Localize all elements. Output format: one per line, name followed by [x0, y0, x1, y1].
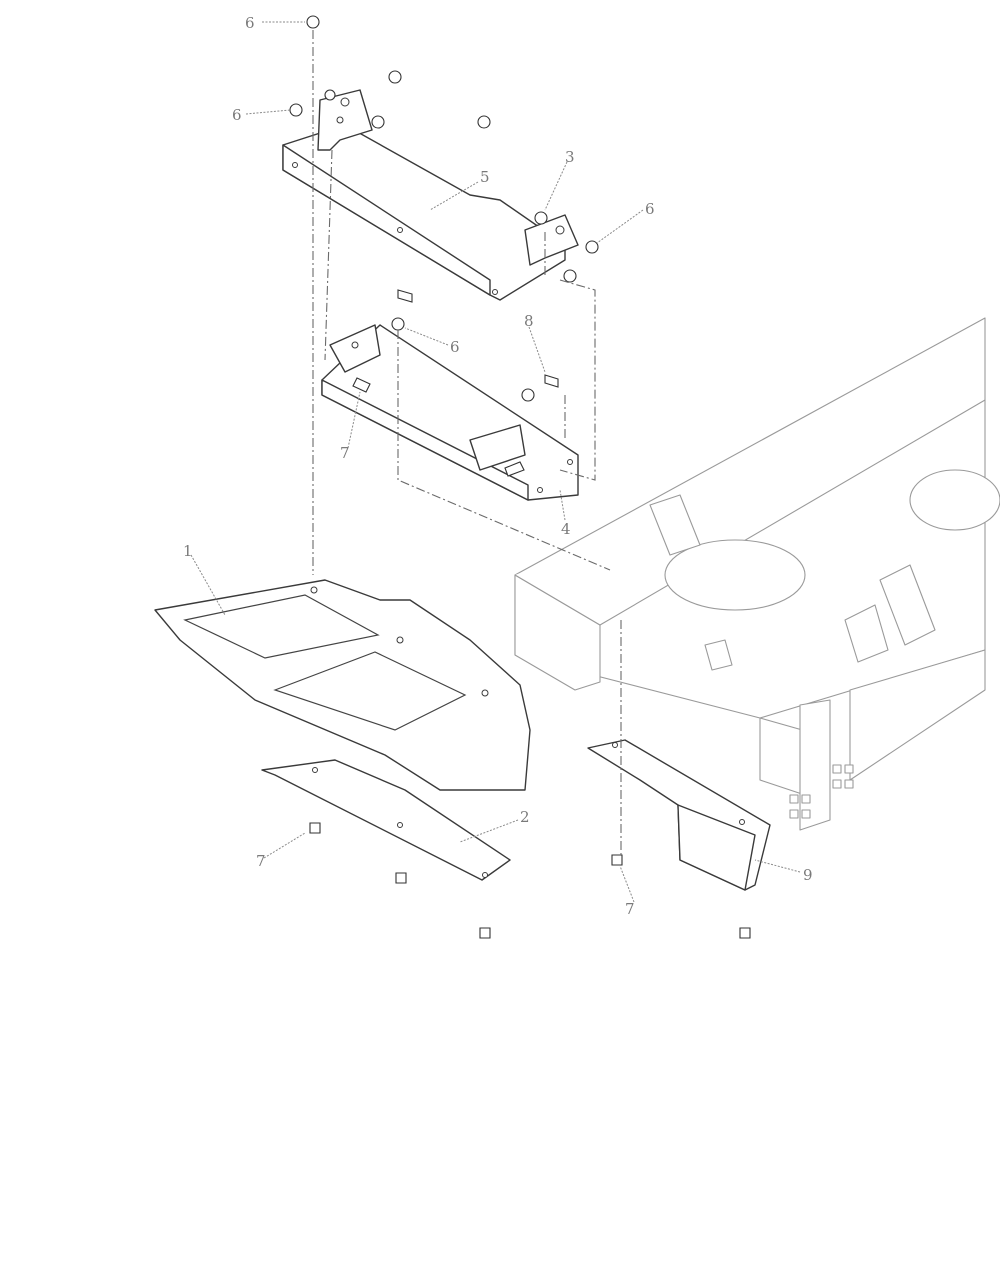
lower-bracket-part-4 [321, 324, 579, 501]
upper-bracket-part-5 [282, 89, 579, 301]
flange-nut [585, 240, 599, 254]
pin [504, 461, 525, 477]
flange-nut [563, 269, 577, 283]
callout-6-middle: 6 [450, 338, 460, 356]
flange-nut [534, 211, 548, 225]
callout-8: 8 [524, 312, 534, 330]
screw [309, 822, 321, 834]
callout-9: 9 [803, 866, 813, 884]
side-deflector-part-9 [587, 739, 771, 891]
flange-nut [371, 115, 385, 129]
callout-7-bracket: 7 [340, 444, 350, 462]
lower-plate-part-2 [261, 759, 511, 881]
callout-6-top: 6 [245, 14, 255, 32]
deflector-shield-part-1 [154, 579, 531, 791]
screw [611, 854, 623, 866]
callout-7-right: 7 [625, 900, 635, 918]
deck-frame [514, 317, 1000, 831]
screw [395, 872, 407, 884]
callout-labels: 6 6 5 3 6 6 8 7 4 1 2 7 7 9 [183, 14, 813, 918]
pin [352, 377, 371, 393]
callout-5: 5 [480, 168, 490, 186]
screw [479, 927, 491, 939]
flange-nut [289, 103, 303, 117]
callout-4: 4 [561, 520, 571, 538]
flange-nut [521, 388, 535, 402]
assembly-lines [312, 30, 622, 855]
callout-3: 3 [565, 148, 575, 166]
carriage-bolt [544, 374, 559, 388]
callout-1: 1 [183, 542, 193, 560]
flange-nut [388, 70, 402, 84]
callout-7-left: 7 [256, 852, 266, 870]
flange-nut [477, 115, 491, 129]
flange-nut [324, 89, 336, 101]
flange-nut [391, 317, 405, 331]
leader-lines [190, 21, 801, 903]
hardware-fasteners [289, 15, 751, 939]
callout-6-right: 6 [645, 200, 655, 218]
carriage-bolt [397, 289, 413, 303]
screw [739, 927, 751, 939]
flange-nut [306, 15, 320, 29]
callout-6-left: 6 [232, 106, 242, 124]
callout-2: 2 [520, 808, 530, 826]
